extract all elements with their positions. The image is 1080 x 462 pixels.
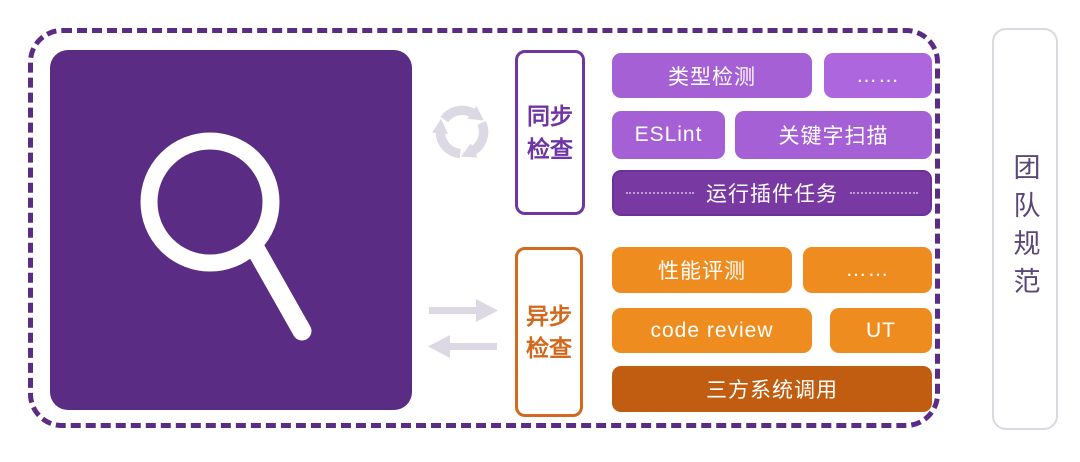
task-keyword-scan-label: 关键字扫描 — [778, 125, 889, 148]
team-standard-label: 团队规范 — [1009, 153, 1040, 305]
task-sync-more-label: …… — [856, 63, 900, 87]
team-standard-panel: 团队规范 — [992, 28, 1058, 430]
task-eslint: ESLint — [612, 111, 725, 159]
task-third-party-call-label: 三方系统调用 — [706, 379, 838, 402]
async-check-label-line2: 检查 — [526, 335, 572, 361]
task-code-review: code review — [612, 308, 812, 353]
task-ut: UT — [830, 308, 932, 353]
arrow-left-icon — [428, 335, 497, 358]
async-check-label-line1: 异步 — [526, 302, 572, 329]
async-check-box: 异步 检查 — [515, 247, 583, 417]
sync-check-box: 同步 检查 — [515, 50, 585, 215]
code-scan-panel — [50, 50, 412, 410]
sync-check-label-line1: 同步 — [527, 103, 573, 130]
task-eslint-label: ESLint — [634, 123, 703, 146]
task-perf-test: 性能评测 — [612, 247, 792, 293]
task-type-check: 类型检测 — [612, 53, 812, 98]
task-async-more: …… — [803, 247, 932, 293]
task-type-check-label: 类型检测 — [668, 65, 756, 89]
task-async-more-label: …… — [845, 258, 890, 281]
task-keyword-scan: 关键字扫描 — [735, 111, 932, 159]
task-run-plugin: 运行插件任务 — [612, 170, 932, 216]
sync-cycle-icon — [432, 105, 489, 159]
sync-check-label-line2: 检查 — [527, 135, 573, 162]
magnifier-icon — [140, 132, 312, 341]
task-code-review-label: code review — [650, 318, 774, 342]
pipeline-dashed-container — [28, 28, 940, 428]
task-run-plugin-label: 运行插件任务 — [706, 183, 838, 206]
task-sync-more: …… — [824, 53, 932, 98]
task-ut-label: UT — [866, 318, 896, 342]
task-third-party-call: 三方系统调用 — [612, 366, 932, 412]
task-perf-test-label: 性能评测 — [658, 260, 746, 283]
arrow-right-icon — [429, 299, 498, 322]
